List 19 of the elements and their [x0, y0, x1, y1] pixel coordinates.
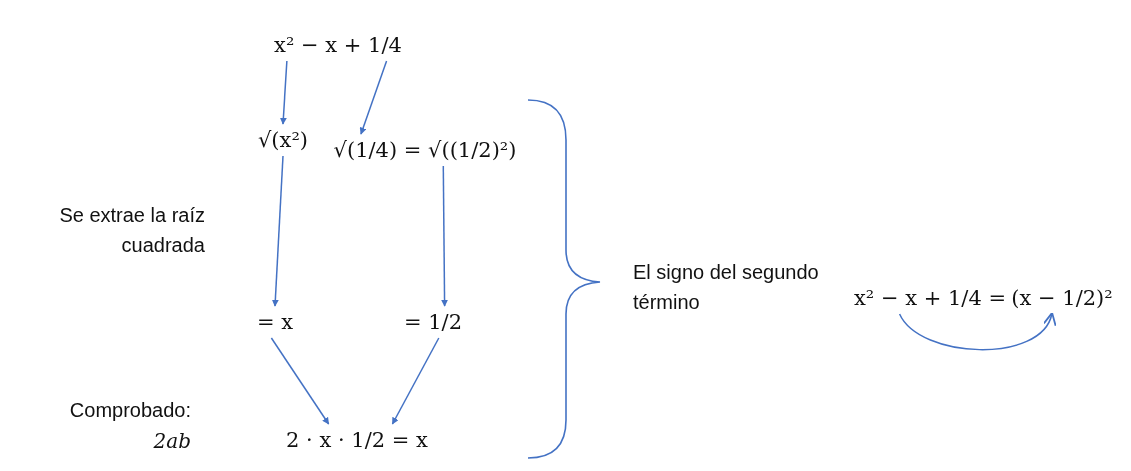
arrow — [271, 155, 284, 307]
annotation-text: El signo del segundo término — [633, 260, 820, 315]
arrow — [359, 60, 388, 135]
math-expression: = 1/2 — [403, 310, 463, 334]
math-expression: √(1/4) = √((1/2)²) — [333, 138, 517, 162]
math-expression: x² − x + 1/4 = — [853, 286, 1007, 310]
math-expression: x² − x + 1/4 — [274, 33, 402, 57]
annotation-text: Se extrae la raíz cuadrada — [58, 203, 205, 258]
curved-arrow — [898, 312, 1055, 351]
arrow — [441, 165, 449, 307]
arrow — [279, 60, 288, 125]
math-expression: (x − 1/2)² — [1011, 286, 1113, 310]
math-expression: √(x²) — [258, 128, 308, 152]
arrow — [391, 337, 440, 425]
annotation-text: Comprobado: — [68, 398, 191, 423]
math-expression: = x — [256, 310, 294, 334]
formula-text: 2ab — [152, 428, 191, 455]
math-expression: 2 · x · 1/2 = x — [286, 428, 428, 452]
arrow — [270, 337, 330, 425]
